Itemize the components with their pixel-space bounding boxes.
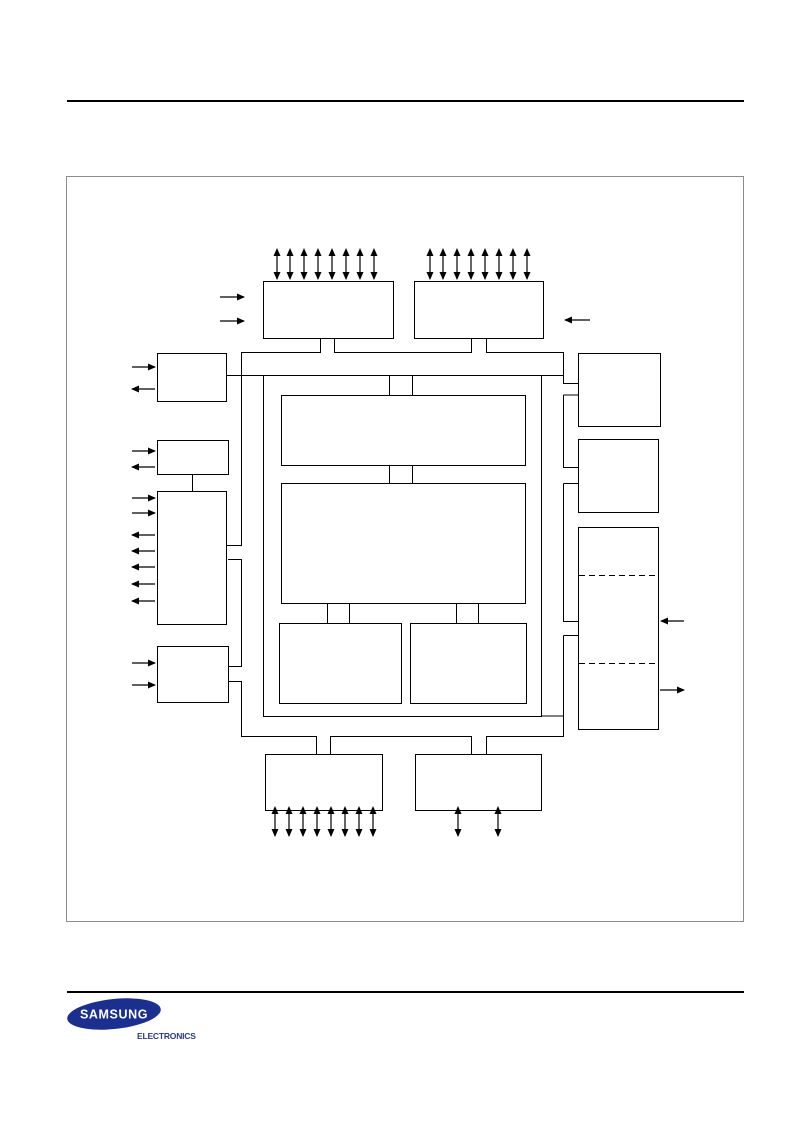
core-middle-block [281,483,526,604]
left-block-1 [157,353,227,402]
header-rule [67,100,744,102]
core-lower-right-block [410,623,527,704]
diagram-frame [66,176,744,922]
right-block-3-dividers [579,575,658,664]
core-upper-block [281,395,526,466]
logo-wordmark: SAMSUNG [80,1008,148,1022]
core-outer-block [263,375,542,717]
top-port-block-left [263,281,394,339]
left-block-3 [157,491,227,625]
footer-rule [67,991,744,993]
left-block-4 [157,646,229,703]
left-block-2 [157,440,229,475]
top-port-block-right [414,281,544,339]
core-lower-left-block [279,623,402,704]
logo-subtitle: ELECTRONICS [137,1031,196,1041]
pin-arrows [131,248,685,837]
right-block-1 [578,353,661,427]
samsung-logo: SAMSUNG [67,998,161,1030]
bottom-port-block-left [265,754,383,811]
bottom-port-block-right [415,754,542,811]
right-block-2 [578,439,659,513]
bus-lines [192,338,578,754]
right-block-3 [578,527,659,730]
